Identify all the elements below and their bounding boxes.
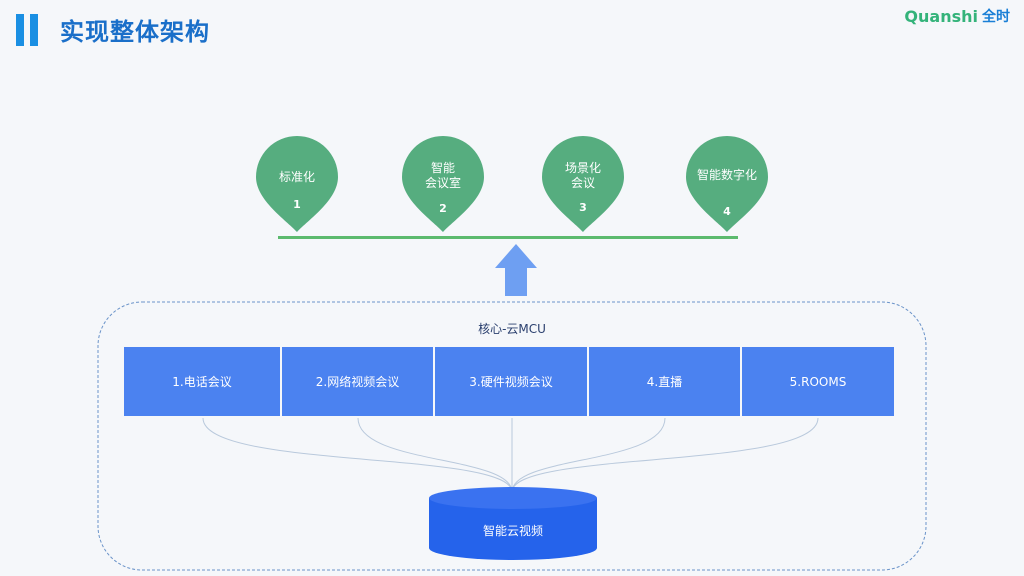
pin-number-3: 3 xyxy=(579,201,587,214)
connector-curves xyxy=(202,417,819,493)
module-phone-conference: 1.电话会议 xyxy=(124,347,280,416)
pins-baseline xyxy=(278,236,738,239)
module-live-stream: 4.直播 xyxy=(589,347,740,416)
pin-shape-4 xyxy=(686,136,768,232)
database-label: 智能云视频 xyxy=(482,524,543,538)
pin-shape-2 xyxy=(402,136,484,232)
title-accent-bar xyxy=(16,14,24,46)
module-network-video-conference: 2.网络视频会议 xyxy=(282,347,433,416)
page-title: 实现整体架构 xyxy=(60,18,210,46)
pin-number-4: 4 xyxy=(723,205,731,218)
logo-brand-cn: 全时 xyxy=(982,9,1010,25)
up-arrow xyxy=(495,244,537,296)
pin-shape-3 xyxy=(542,136,624,232)
connector-4 xyxy=(511,417,666,493)
core-frame xyxy=(97,301,927,571)
pin-number-2: 2 xyxy=(439,202,447,215)
pin-label-3: 场景化 会议 xyxy=(564,161,601,190)
database-body xyxy=(429,498,597,560)
pin-label-1: 标准化 xyxy=(278,170,315,184)
core-label: 核心-云MCU xyxy=(478,322,546,336)
pin-shape-1 xyxy=(256,136,338,232)
module-hardware-video-conference: 3.硬件视频会议 xyxy=(435,347,587,416)
pin-number-1: 1 xyxy=(293,198,301,211)
pin-label-2: 智能 会议室 xyxy=(424,161,461,190)
pin-label-4: 智能数字化 xyxy=(696,168,757,182)
connector-5 xyxy=(511,417,819,493)
connector-1 xyxy=(202,417,513,493)
connector-2 xyxy=(357,417,513,493)
module-rooms: 5.ROOMS xyxy=(742,347,894,416)
logo-brand: Quanshi xyxy=(904,6,978,26)
title-accent-bar-2 xyxy=(30,14,38,46)
quanshi-logo: Quanshi 全时 xyxy=(904,6,1010,26)
database-top xyxy=(429,487,597,509)
